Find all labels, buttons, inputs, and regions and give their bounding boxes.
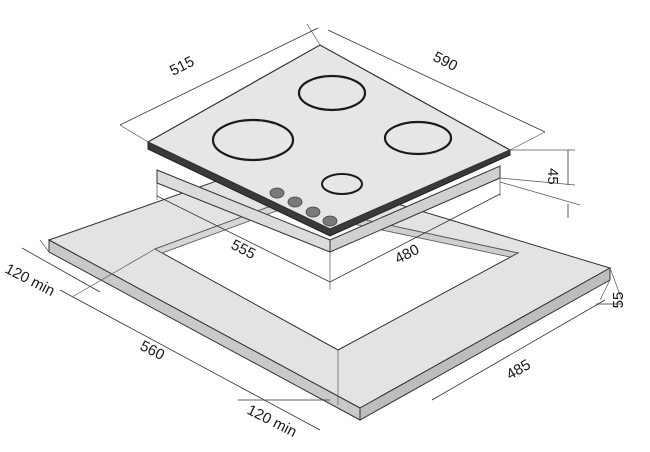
dim-line-hob-depth: [119, 27, 319, 126]
knob-2: [287, 196, 303, 208]
label-hob-height: 45: [544, 168, 561, 185]
cooking-zones: [211, 74, 453, 195]
knob-3: [305, 206, 321, 218]
label-cabinet-depth: 485: [504, 356, 534, 383]
knob-4: [322, 215, 338, 227]
dim-line-cabinet-width: [59, 289, 321, 431]
dim-line-clearance-left: [21, 247, 101, 293]
dim-line-cabinet-depth: [431, 299, 606, 401]
dim-line-cutout-depth: [329, 193, 501, 283]
label-hob-depth: 515: [167, 53, 197, 80]
worktop-front-left-edge: [48, 239, 361, 421]
cooking-zone-front-left: [211, 118, 295, 162]
dim-line-cutout-width: [156, 195, 331, 283]
cooking-zone-rear-right: [383, 120, 453, 156]
hob-glass: [146, 44, 512, 237]
label-cutout-width: 555: [228, 236, 258, 263]
label-clearance-front: 120 min: [244, 401, 299, 440]
control-knobs: [269, 187, 338, 227]
label-cabinet-width: 560: [137, 337, 167, 364]
label-cutout-depth: 480: [392, 241, 422, 268]
label-worktop-depth: 55: [610, 292, 627, 309]
knob-1: [269, 187, 285, 199]
cooking-zone-rear-left: [297, 74, 367, 112]
label-hob-width: 590: [430, 48, 460, 75]
dim-line-hob-width: [327, 29, 546, 133]
label-clearance-left: 120 min: [2, 260, 57, 299]
dimension-lines: [21, 23, 623, 431]
cooking-zone-front-small: [321, 173, 363, 195]
